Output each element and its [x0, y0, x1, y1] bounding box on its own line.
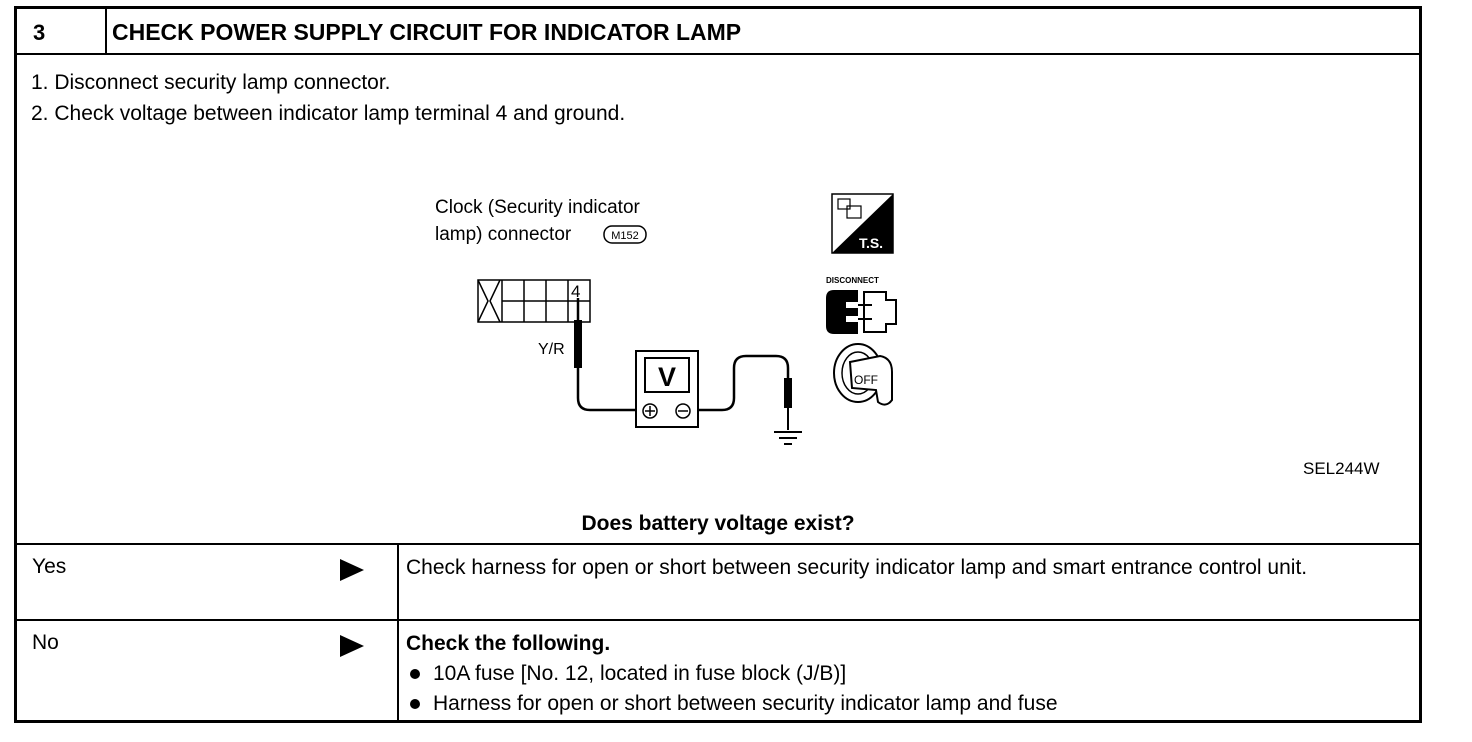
svg-text:OFF: OFF — [854, 373, 878, 387]
instruction-list: 1. Disconnect security lamp connector. 2… — [31, 67, 625, 129]
answer-row-no: No Check the following. 10A fuse [No. 12… — [17, 619, 1419, 723]
answer-row-yes: Yes Check harness for open or short betw… — [17, 543, 1419, 619]
connector-face-icon — [477, 279, 591, 323]
svg-text:T.S.: T.S. — [859, 235, 883, 251]
connector-code-badge: M152 — [603, 225, 647, 244]
arrow-right-icon — [340, 635, 364, 657]
voltmeter-symbol: V — [658, 362, 676, 392]
ignition-off-icon: OFF — [833, 343, 893, 406]
question: Does battery voltage exist? — [581, 512, 855, 535]
figure-code: SEL244W — [1303, 459, 1380, 478]
instruction-step-2: 2. Check voltage between indicator lamp … — [31, 102, 626, 125]
positive-probe — [574, 298, 636, 412]
answer-yes-result: Check harness for open or short between … — [406, 556, 1308, 579]
wire-color-label: Y/R — [538, 341, 565, 358]
ts-icon: T.S. — [831, 193, 894, 254]
check-item-harness: Harness for open or short between securi… — [433, 692, 1058, 715]
instruction-step-1: 1. Disconnect security lamp connector. — [31, 71, 391, 94]
step-title: CHECK POWER SUPPLY CIRCUIT FOR INDICATOR… — [112, 19, 742, 45]
answer-no-heading: Check the following. — [406, 632, 611, 655]
answer-no-result: Check the following. 10A fuse [No. 12, l… — [406, 629, 1406, 719]
step-number: 3 — [17, 9, 107, 53]
terminal-number: 4 — [571, 282, 580, 301]
column-divider — [397, 545, 399, 619]
voltmeter-icon — [635, 350, 699, 428]
bullet-icon — [410, 699, 420, 709]
svg-text:M152: M152 — [611, 230, 639, 242]
connector-label-line1: Clock (Security indicator — [435, 197, 641, 218]
disconnect-connector-icon — [826, 290, 897, 334]
disconnect-label: DISCONNECT — [826, 276, 879, 285]
inspection-table: 3 CHECK POWER SUPPLY CIRCUIT FOR INDICAT… — [14, 6, 1422, 723]
column-divider — [397, 621, 399, 723]
list-item: 10A fuse [No. 12, located in fuse block … — [406, 659, 1406, 689]
connector-label-line2: lamp) connector — [435, 224, 572, 245]
header-row: 3 CHECK POWER SUPPLY CIRCUIT FOR INDICAT… — [17, 9, 1419, 55]
list-item: Harness for open or short between securi… — [406, 689, 1406, 719]
bullet-icon — [410, 669, 420, 679]
answer-yes-label: Yes — [32, 555, 67, 578]
answer-no-label: No — [32, 631, 59, 654]
check-item-fuse: 10A fuse [No. 12, located in fuse block … — [433, 662, 847, 685]
ground-icon — [698, 354, 802, 445]
arrow-right-icon — [340, 559, 364, 581]
